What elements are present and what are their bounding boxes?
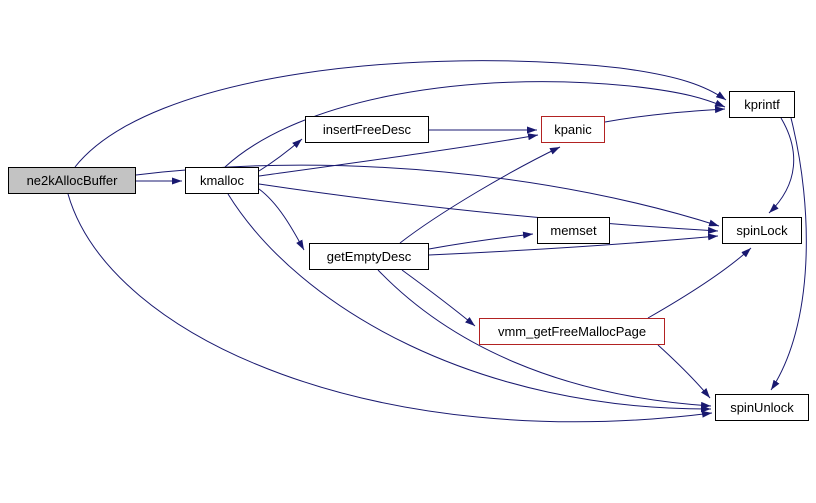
node-spinLock[interactable]: spinLock <box>722 217 802 244</box>
node-insertFreeDesc[interactable]: insertFreeDesc <box>305 116 429 143</box>
node-spinUnlock[interactable]: spinUnlock <box>715 394 809 421</box>
edge-ne2kAllocBuffer-to-kprintf <box>74 60 727 168</box>
edge-vmm_getFreeMallocPage-to-spinLock <box>647 247 752 319</box>
edge-kmalloc-to-spinLock <box>258 183 719 234</box>
edge-getEmptyDesc-to-kpanic <box>399 146 561 244</box>
node-kmalloc[interactable]: kmalloc <box>185 167 259 194</box>
edge-getEmptyDesc-to-spinUnlock <box>377 269 712 409</box>
node-memset[interactable]: memset <box>537 217 610 244</box>
edge-kpanic-to-kprintf <box>604 106 726 123</box>
edge-getEmptyDesc-to-vmm_getFreeMallocPage <box>401 269 476 327</box>
edge-getEmptyDesc-to-spinLock <box>428 233 719 256</box>
edge-kmalloc-to-getEmptyDesc <box>258 188 305 251</box>
edge-kmalloc-to-kprintf <box>224 81 726 168</box>
node-ne2kAllocBuffer: ne2kAllocBuffer <box>8 167 136 194</box>
node-kpanic[interactable]: kpanic <box>541 116 605 143</box>
node-getEmptyDesc[interactable]: getEmptyDesc <box>309 243 429 270</box>
edge-ne2kAllocBuffer-to-spinUnlock <box>67 193 713 423</box>
node-kprintf[interactable]: kprintf <box>729 91 795 118</box>
edge-kprintf-to-spinLock <box>768 117 795 214</box>
edge-kmalloc-to-kpanic <box>258 133 539 177</box>
node-vmm_getFreeMallocPage[interactable]: vmm_getFreeMallocPage <box>479 318 665 345</box>
edge-kmalloc-to-spinUnlock <box>227 193 712 413</box>
edge-getEmptyDesc-to-memset <box>428 231 534 250</box>
edge-kprintf-to-spinUnlock <box>770 117 807 391</box>
edge-vmm_getFreeMallocPage-to-spinUnlock <box>657 344 711 399</box>
edge-kmalloc-to-insertFreeDesc <box>258 138 303 172</box>
